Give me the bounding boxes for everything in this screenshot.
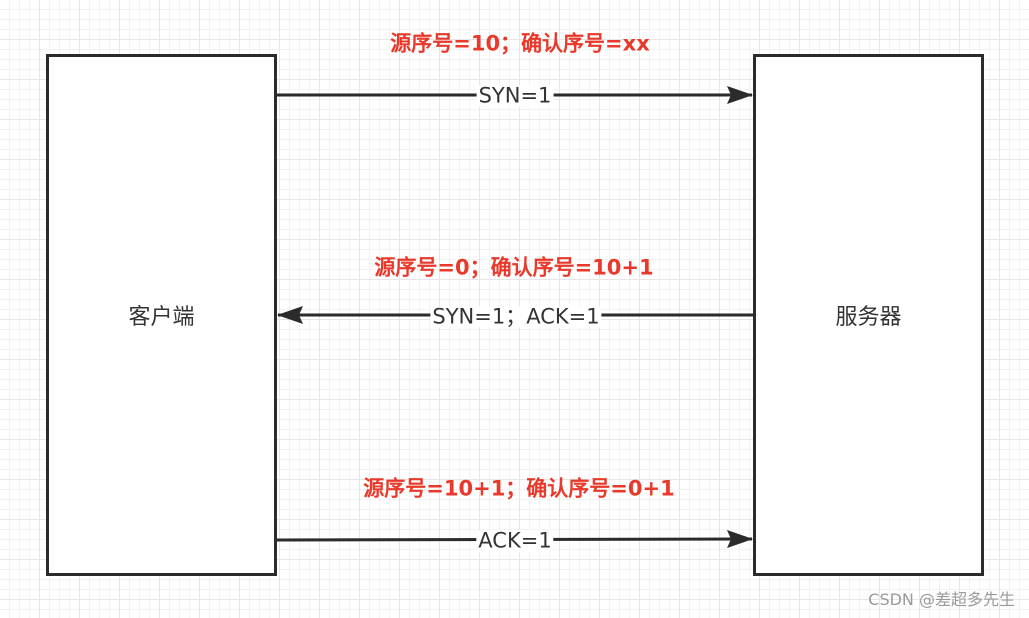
seq-label-ack: 源序号=10+1；确认序号=0+1	[363, 476, 675, 501]
client-box: 客户端	[46, 54, 277, 576]
server-label: 服务器	[835, 305, 902, 330]
flag-label-syn-ack: SYN=1；ACK=1	[430, 304, 602, 329]
watermark: CSDN @差超多先生	[868, 590, 1015, 609]
server-box: 服务器	[753, 54, 984, 576]
flag-label-syn: SYN=1	[476, 83, 554, 108]
flag-label-ack: ACK=1	[476, 528, 554, 553]
seq-label-syn: 源序号=10；确认序号=xx	[390, 31, 650, 56]
client-label: 客户端	[128, 305, 195, 330]
seq-label-syn-ack: 源序号=0；确认序号=10+1	[374, 255, 654, 280]
